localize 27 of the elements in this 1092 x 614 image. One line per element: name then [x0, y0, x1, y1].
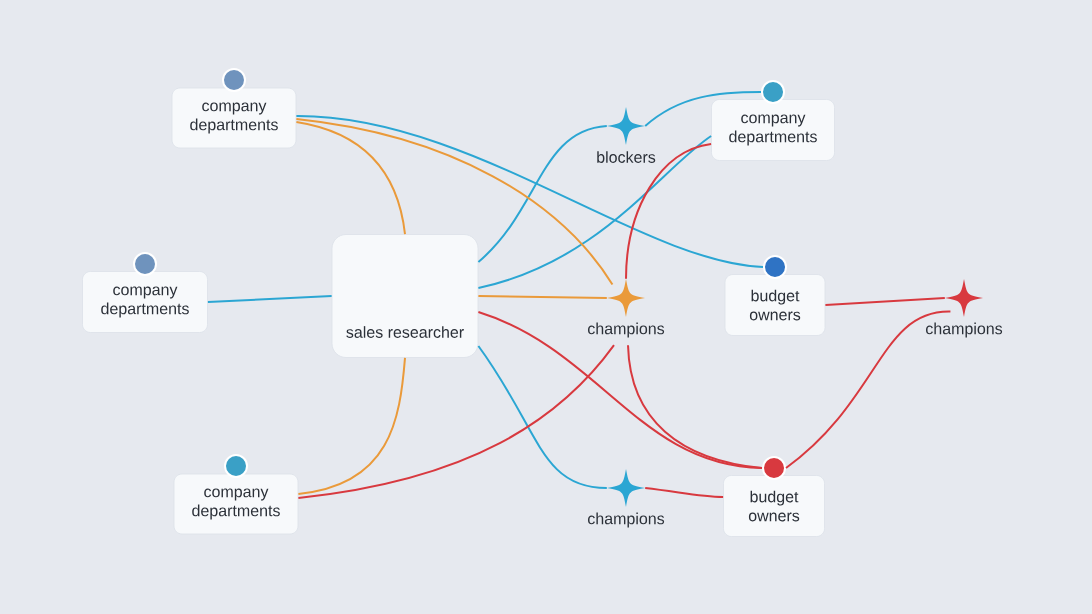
node-box: budget owners — [723, 475, 825, 537]
connector — [644, 487, 725, 498]
node-box: company departments — [171, 87, 297, 149]
node-box: company departments — [173, 473, 299, 535]
connector — [297, 344, 615, 499]
connector — [206, 295, 333, 303]
connector — [785, 310, 952, 469]
connector — [625, 143, 713, 280]
connector — [824, 297, 946, 306]
node-label: champions — [588, 512, 665, 528]
node-label: champions — [588, 322, 665, 338]
node-label: champions — [926, 322, 1003, 338]
node-label: blockers — [597, 151, 656, 163]
connector — [295, 118, 614, 286]
connector — [477, 295, 608, 299]
connector — [295, 115, 764, 268]
connector — [627, 344, 763, 469]
connector — [477, 345, 608, 489]
connector — [477, 135, 713, 289]
connector — [477, 125, 608, 263]
node-box: sales researcher — [331, 234, 479, 358]
connector — [644, 91, 762, 127]
connector — [295, 121, 406, 236]
node-box: budget owners — [724, 274, 826, 336]
node-box: company departments — [82, 271, 208, 333]
connector — [297, 356, 406, 495]
node-box: company departments — [711, 99, 835, 161]
